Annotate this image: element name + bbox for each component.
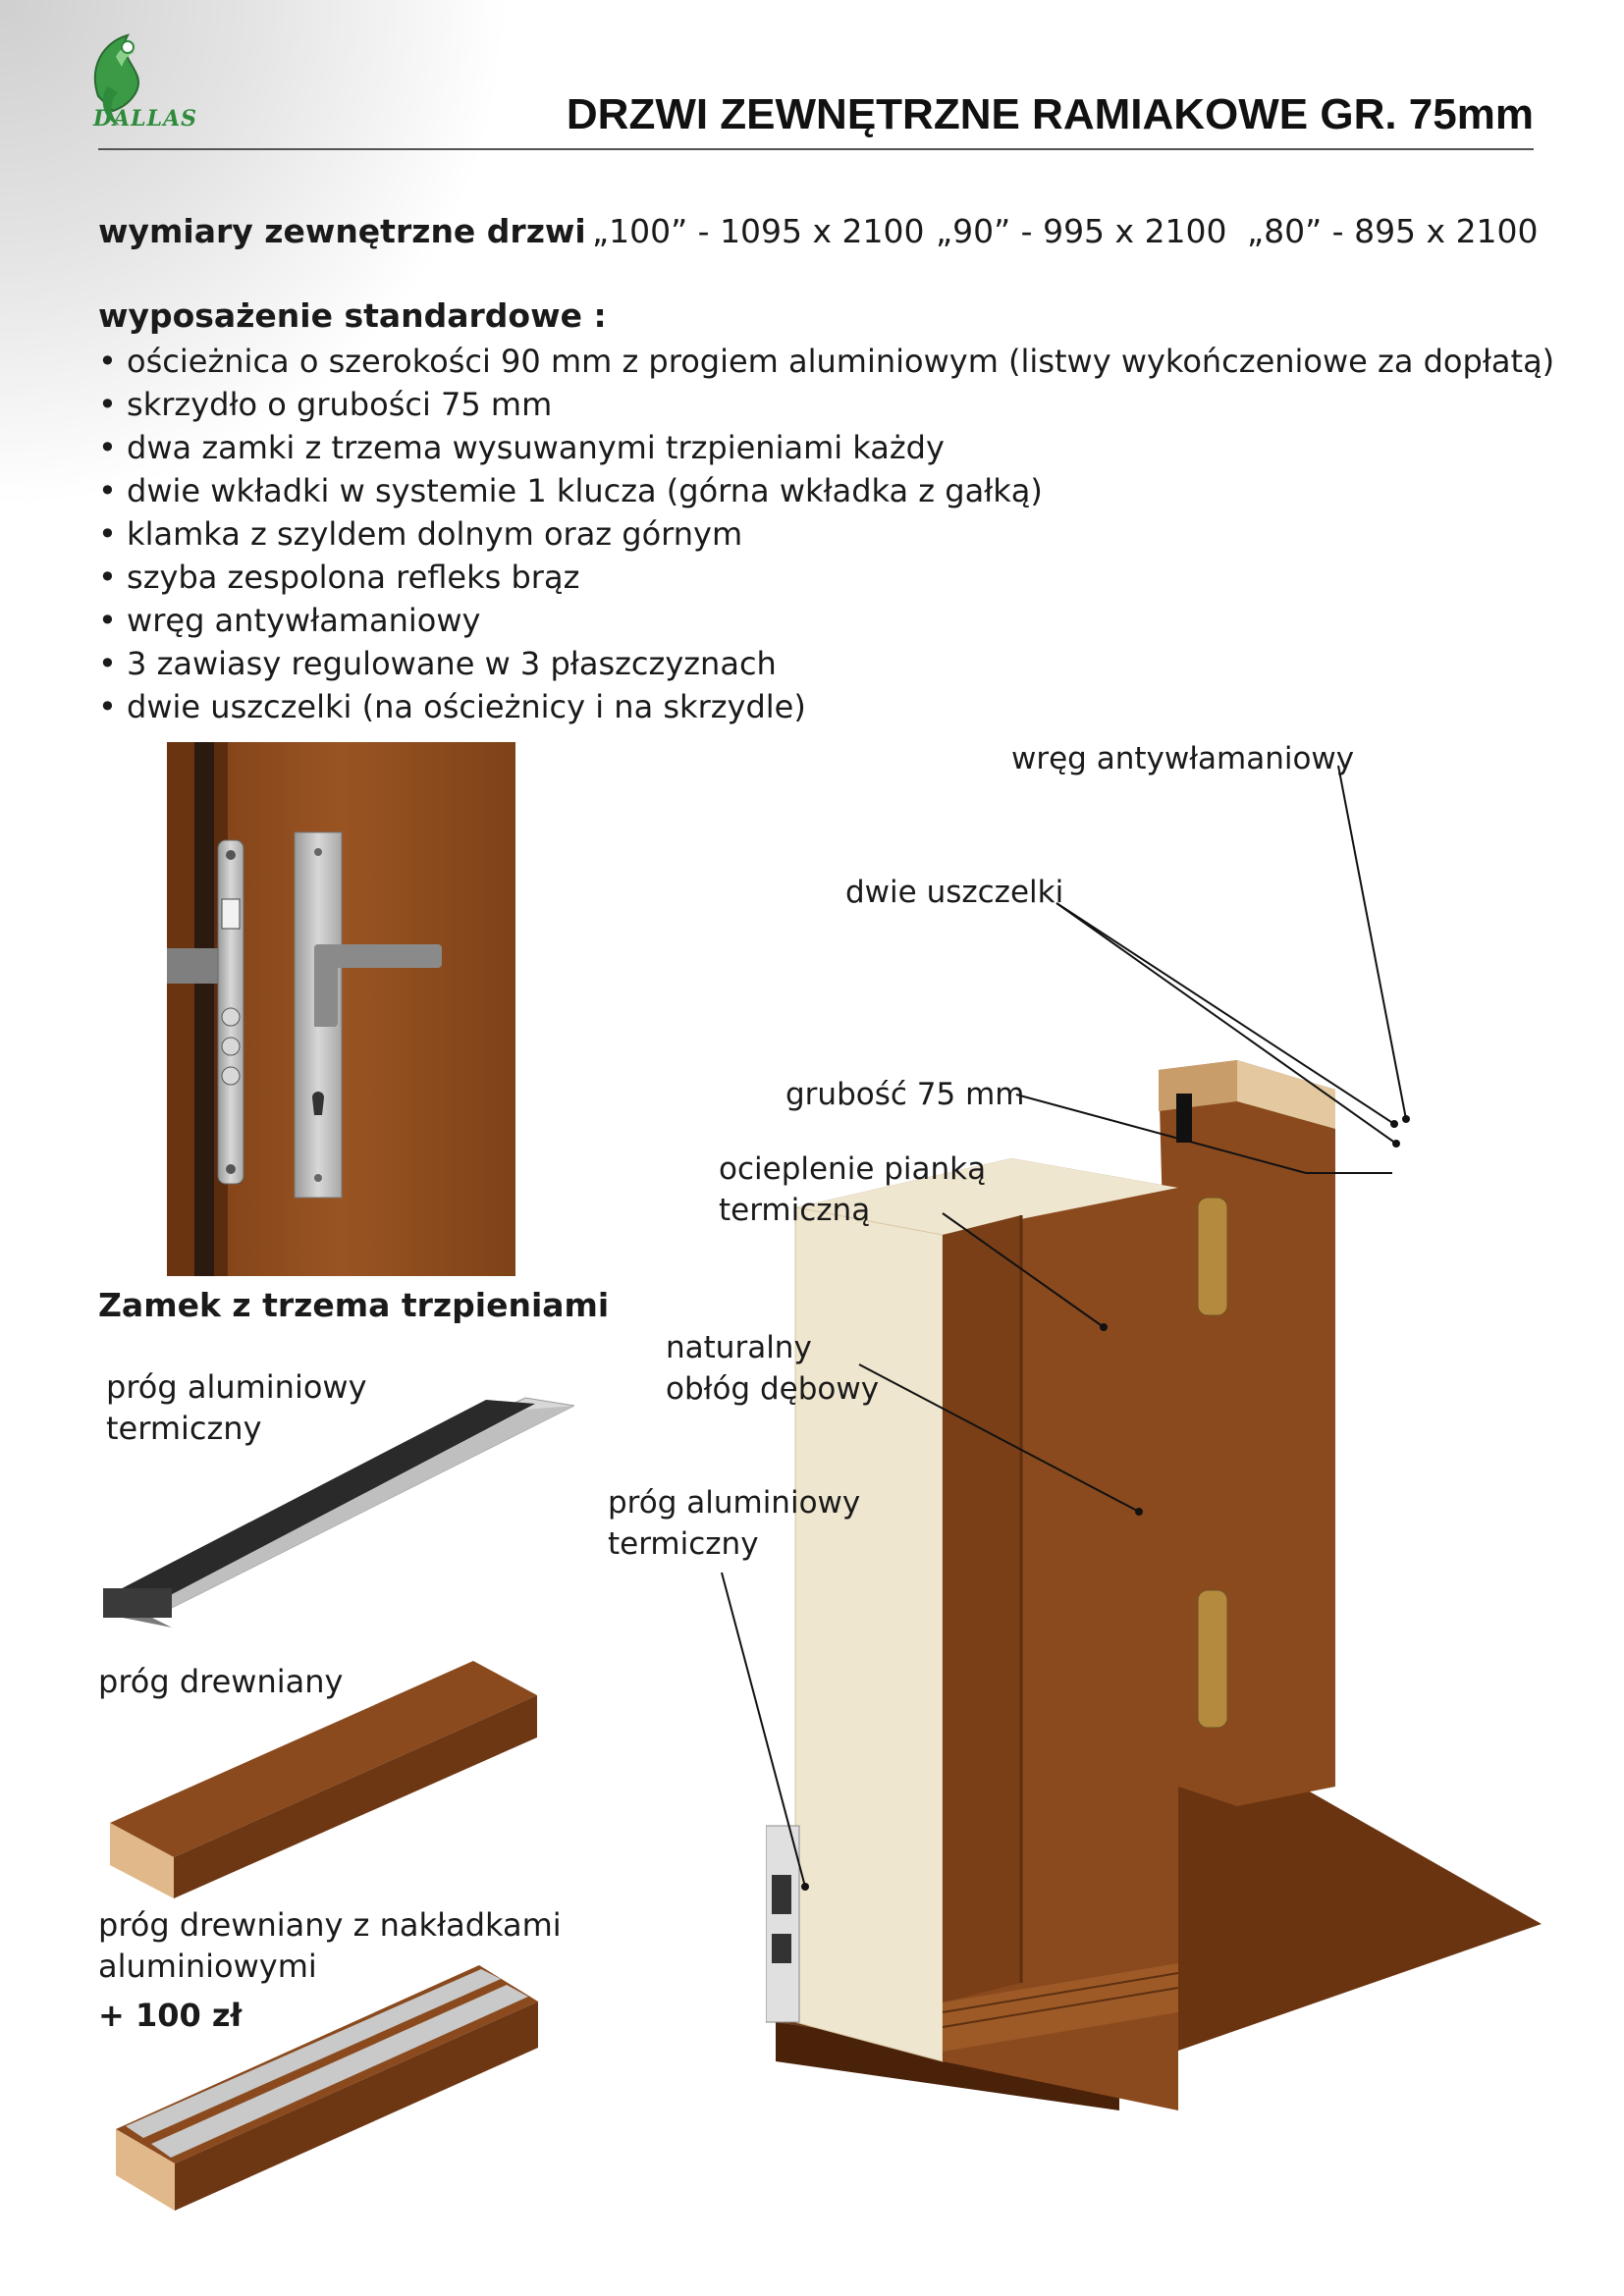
- callout-threshold: próg aluminiowy termiczny: [608, 1485, 861, 1562]
- threshold-wooden-alu-price: + 100 zł: [98, 1997, 243, 2034]
- dimension-100: „100” - 1095 x 2100: [592, 212, 925, 250]
- dallas-logo: [93, 33, 139, 126]
- list-item: dwie uszczelki (na ościeżnicy i na skrzy…: [98, 685, 1554, 728]
- dimension-80: „80” - 895 x 2100: [1247, 212, 1539, 250]
- threshold-aluminium-label: próg aluminiowy termiczny: [106, 1368, 367, 1447]
- header-divider: [98, 148, 1534, 150]
- list-item: dwa zamki z trzema wysuwanymi trzpieniam…: [98, 426, 1554, 469]
- callout-veneer: naturalny obłóg dębowy: [666, 1330, 880, 1407]
- standard-equipment-title: wyposażenie standardowe :: [98, 296, 607, 335]
- list-item: dwie wkładki w systemie 1 klucza (górna …: [98, 469, 1554, 512]
- callout-thickness: grubość 75 mm: [785, 1077, 1025, 1112]
- threshold-wooden-alu-image: [116, 1965, 538, 2211]
- page-title: DRZWI ZEWNĘTRZNE RAMIAKOWE GR. 75mm: [566, 90, 1534, 138]
- callout-seals: dwie uszczelki: [845, 875, 1064, 910]
- lock-caption: Zamek z trzema trzpieniami: [98, 1286, 610, 1324]
- list-item: szyba zespolona refleks brąz: [98, 556, 1554, 599]
- list-item: skrzydło o grubości 75 mm: [98, 383, 1554, 426]
- list-item: 3 zawiasy regulowane w 3 płaszczyznach: [98, 642, 1554, 685]
- standard-equipment-list: ościeżnica o szerokości 90 mm z progiem …: [98, 340, 1554, 728]
- list-item: ościeżnica o szerokości 90 mm z progiem …: [98, 340, 1554, 383]
- threshold-wooden-image: [110, 1661, 537, 1898]
- dimension-90: „90” - 995 x 2100: [936, 212, 1227, 250]
- threshold-wooden-alu-label: próg drewniany z nakładkami aluminiowymi: [98, 1906, 562, 1985]
- threshold-wooden-label: próg drewniany: [98, 1663, 344, 1700]
- list-item: klamka z szyldem dolnym oraz górnym: [98, 512, 1554, 556]
- callout-rebate: wręg antywłamaniowy: [1011, 741, 1355, 776]
- callout-insulation: ocieplenie pianką termiczną: [719, 1151, 987, 1228]
- lock-photo: [167, 742, 515, 1276]
- list-item: wręg antywłamaniowy: [98, 599, 1554, 642]
- dimensions-label: wymiary zewnętrzne drzwi: [98, 212, 586, 250]
- threshold-aluminium-image: [103, 1397, 574, 1628]
- brand-name: DALLAS: [93, 106, 198, 132]
